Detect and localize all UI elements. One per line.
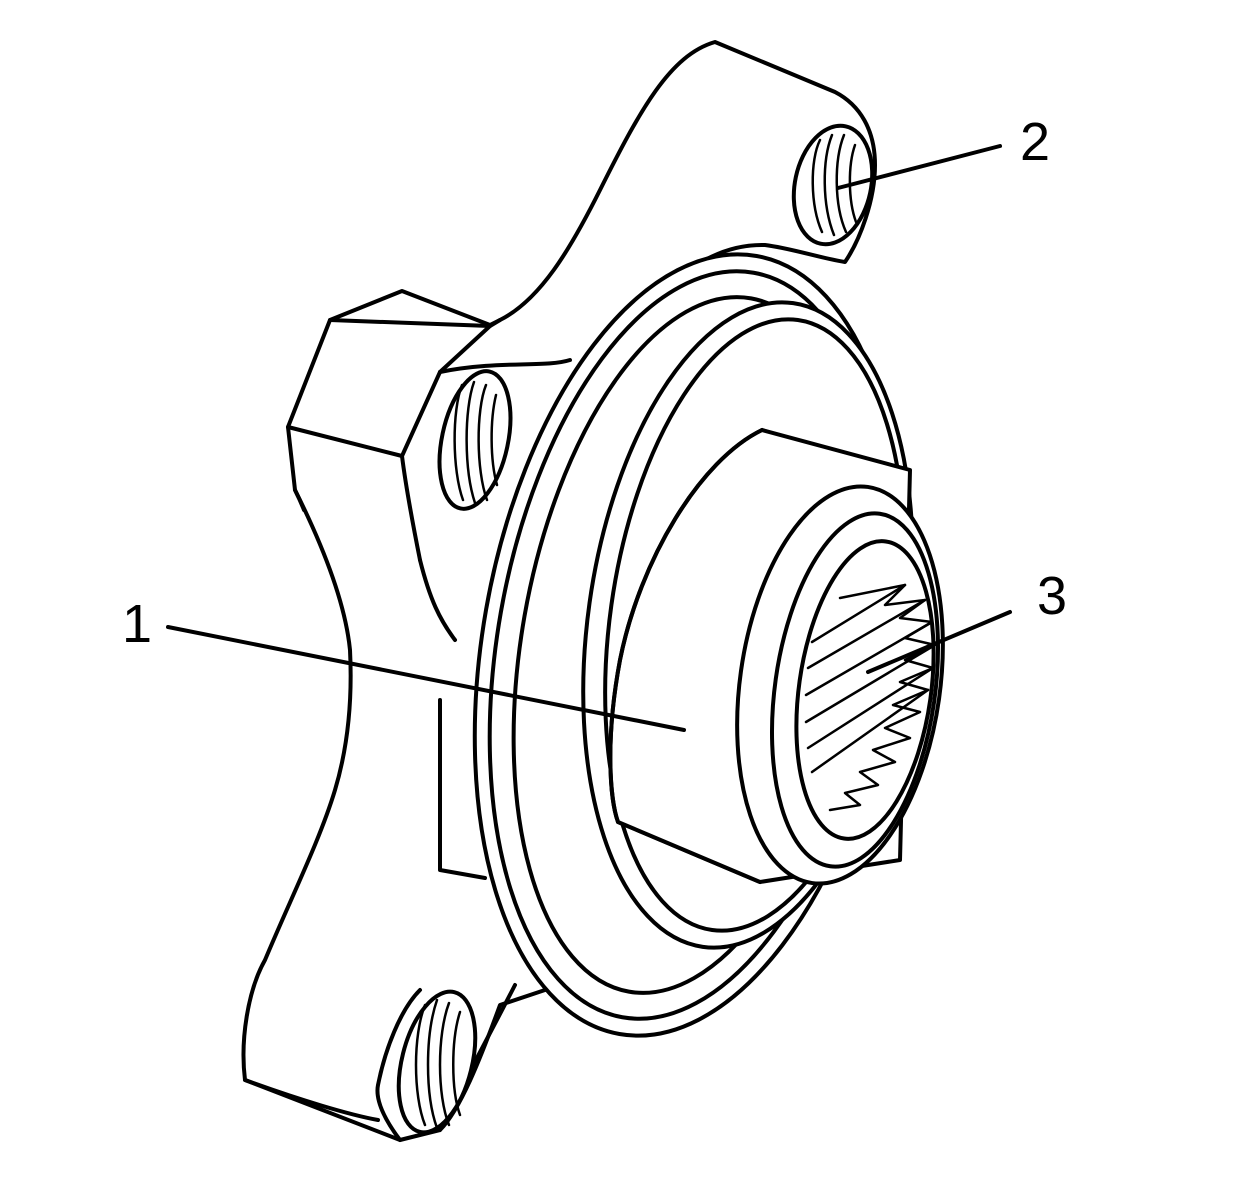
callout-label-1: 1 xyxy=(122,594,152,654)
callout-label-3: 3 xyxy=(1037,566,1067,626)
leader-line-2 xyxy=(836,144,1002,190)
bolt-hole-top xyxy=(791,123,875,247)
bolt-hole-bottom xyxy=(396,989,478,1135)
leader-line-1 xyxy=(166,625,686,732)
callout-label-2: 2 xyxy=(1020,112,1050,172)
leader-line-3 xyxy=(866,610,1012,674)
spline-nose xyxy=(735,484,945,886)
bolt-hole-middle xyxy=(437,369,513,511)
leader-lines xyxy=(166,144,1012,732)
